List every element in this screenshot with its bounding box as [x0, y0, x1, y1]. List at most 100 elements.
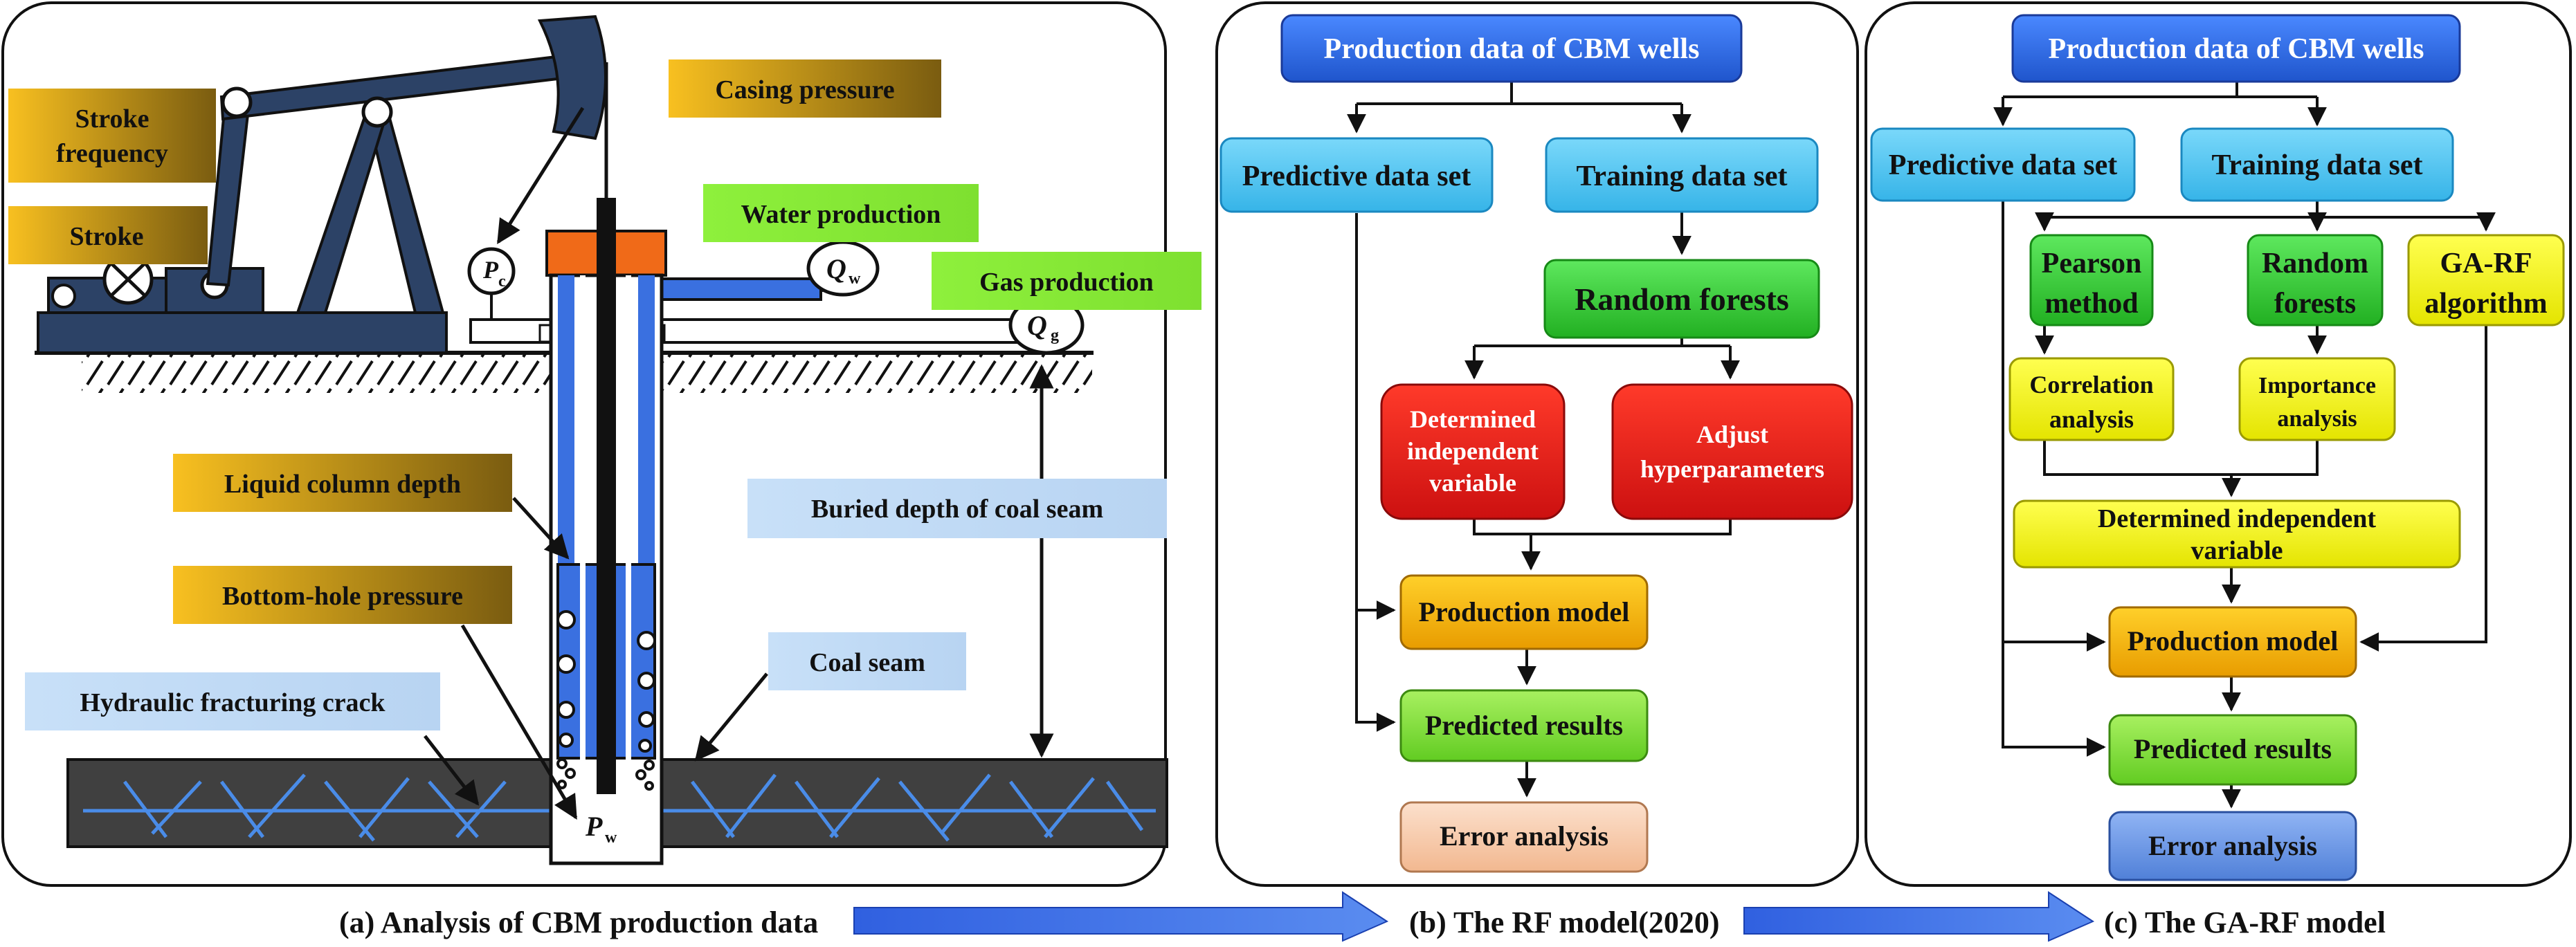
label-bottom-hole-pressure: Bottom-hole pressure	[173, 566, 512, 624]
label-buried-depth: Buried depth of coal seam	[747, 479, 1167, 538]
svg-text:frequency: frequency	[56, 139, 168, 168]
c-determined-variable-box: Determined independent variable	[2013, 499, 2461, 569]
svg-text:Determined independent: Determined independent	[2098, 504, 2377, 533]
b-production-model-box: Production model	[1399, 574, 1649, 650]
svg-text:Bottom-hole pressure: Bottom-hole pressure	[222, 582, 463, 611]
caption-b: (b) The RF model(2020)	[1409, 905, 1720, 939]
svg-text:P: P	[482, 256, 499, 284]
c-ga-rf-box: GA-RF algorithm	[2407, 234, 2565, 327]
svg-text:Determined: Determined	[1410, 405, 1536, 433]
panel-c-connectors	[2003, 82, 2496, 809]
c-production-data-box: Production data of CBM wells	[2011, 14, 2461, 83]
svg-text:Correlation: Correlation	[2029, 371, 2153, 398]
label-gas-production: Gas production	[932, 252, 1201, 310]
svg-text:Pearson: Pearson	[2042, 248, 2142, 279]
tubing-rod	[597, 228, 616, 794]
polished-rod-clamp	[597, 198, 616, 232]
flow-arrow-a-to-b	[853, 891, 1389, 942]
svg-text:Liquid column depth: Liquid column depth	[224, 470, 461, 499]
svg-text:Training data set: Training data set	[2212, 149, 2423, 181]
svg-text:independent: independent	[1407, 437, 1539, 465]
svg-text:Gas production: Gas production	[979, 268, 1154, 297]
gas-bubbles	[556, 610, 656, 791]
svg-text:Stroke: Stroke	[75, 104, 149, 134]
svg-text:Q: Q	[1027, 310, 1047, 341]
b-predictive-box: Predictive data set	[1219, 137, 1494, 213]
label-stroke: Stroke	[8, 206, 208, 264]
c-training-box: Training data set	[2180, 127, 2454, 202]
svg-text:Production model: Production model	[1419, 596, 1630, 627]
samson-post-left	[296, 109, 390, 314]
b-production-data-box: Production data of CBM wells	[1280, 14, 1743, 83]
b-random-forests-box: Random forests	[1543, 259, 1820, 339]
panel-a-frame	[1, 1, 1167, 887]
svg-text:Training data set: Training data set	[1577, 160, 1788, 192]
svg-text:Q: Q	[826, 253, 846, 284]
label-hydraulic-crack: Hydraulic fracturing crack	[25, 672, 440, 730]
pumpjack-base	[37, 311, 448, 354]
c-production-model-box: Production model	[2108, 606, 2357, 678]
svg-text:Water production: Water production	[741, 200, 941, 229]
svg-text:variable: variable	[1429, 469, 1516, 497]
panel-b-connectors	[1357, 82, 1740, 798]
label-liquid-column-depth: Liquid column depth	[173, 454, 512, 512]
casing-pressure-gauge	[467, 247, 516, 295]
b-predicted-results-box: Predicted results	[1399, 689, 1649, 762]
c-predicted-results-box: Predicted results	[2108, 714, 2357, 786]
svg-text:Buried depth of coal seam: Buried depth of coal seam	[811, 495, 1103, 524]
svg-text:Production data of CBM wells: Production data of CBM wells	[1324, 33, 1700, 65]
svg-text:analysis: analysis	[2049, 405, 2134, 433]
svg-text:Error analysis: Error analysis	[2148, 830, 2317, 861]
svg-text:method: method	[2044, 288, 2138, 320]
svg-text:Importance: Importance	[2258, 373, 2376, 398]
c-correlation-box: Correlation analysis	[2008, 357, 2175, 441]
svg-text:Production data of CBM wells: Production data of CBM wells	[2049, 33, 2424, 65]
svg-text:w: w	[605, 829, 617, 847]
svg-text:Stroke: Stroke	[70, 222, 144, 251]
c-random-forests-box: Random forests	[2247, 234, 2384, 327]
svg-text:w: w	[849, 270, 861, 288]
c-pearson-box: Pearson method	[2029, 234, 2154, 327]
svg-text:c: c	[498, 273, 506, 291]
svg-text:P: P	[585, 811, 603, 842]
svg-text:Casing pressure: Casing pressure	[715, 75, 894, 104]
c-error-analysis-box: Error analysis	[2108, 811, 2357, 881]
svg-text:variable: variable	[2191, 536, 2283, 565]
svg-text:g: g	[1051, 327, 1059, 344]
label-casing-pressure: Casing pressure	[669, 59, 941, 118]
svg-text:Predictive data set: Predictive data set	[1242, 160, 1471, 192]
horsehead	[537, 15, 607, 140]
svg-text:hyperparameters: hyperparameters	[1640, 455, 1824, 483]
label-water-production: Water production	[703, 184, 979, 242]
panel-b-frame	[1215, 1, 1859, 887]
flow-arrow-b-to-c	[1743, 891, 2095, 942]
label-coal-seam: Coal seam	[768, 632, 966, 690]
hydraulic-fractures	[83, 773, 1156, 842]
svg-text:Predictive data set: Predictive data set	[1889, 149, 2117, 181]
belt-pulley-small	[51, 284, 76, 309]
caption-c: (c) The GA-RF model	[2104, 905, 2386, 939]
svg-text:Error analysis: Error analysis	[1440, 820, 1608, 852]
svg-text:Coal seam: Coal seam	[809, 648, 925, 677]
label-stroke-frequency: Stroke frequency	[8, 89, 216, 183]
svg-text:Adjust: Adjust	[1696, 421, 1768, 448]
b-training-box: Training data set	[1545, 137, 1819, 213]
panel-c-frame	[1865, 1, 2572, 887]
b-adjust-hyperparameters-box: Adjust hyperparameters	[1611, 383, 1853, 520]
c-importance-box: Importance analysis	[2238, 357, 2396, 441]
svg-text:Predicted results: Predicted results	[2134, 733, 2332, 764]
walking-beam	[219, 53, 571, 121]
svg-text:Random: Random	[2262, 248, 2368, 279]
svg-text:Predicted results: Predicted results	[1425, 710, 1623, 741]
svg-text:analysis: analysis	[2277, 406, 2357, 432]
water-flow-line	[640, 277, 822, 301]
caption-a: (a) Analysis of CBM production data	[339, 905, 818, 939]
well-schematic: P c Q w Q g	[35, 15, 1168, 865]
c-predictive-box: Predictive data set	[1870, 127, 2136, 202]
svg-text:algorithm: algorithm	[2424, 288, 2547, 320]
svg-text:GA-RF: GA-RF	[2440, 248, 2532, 279]
b-error-analysis-box: Error analysis	[1399, 801, 1649, 873]
svg-text:Production model: Production model	[2128, 625, 2339, 656]
b-determined-variable-box: Determined independent variable	[1380, 383, 1566, 520]
